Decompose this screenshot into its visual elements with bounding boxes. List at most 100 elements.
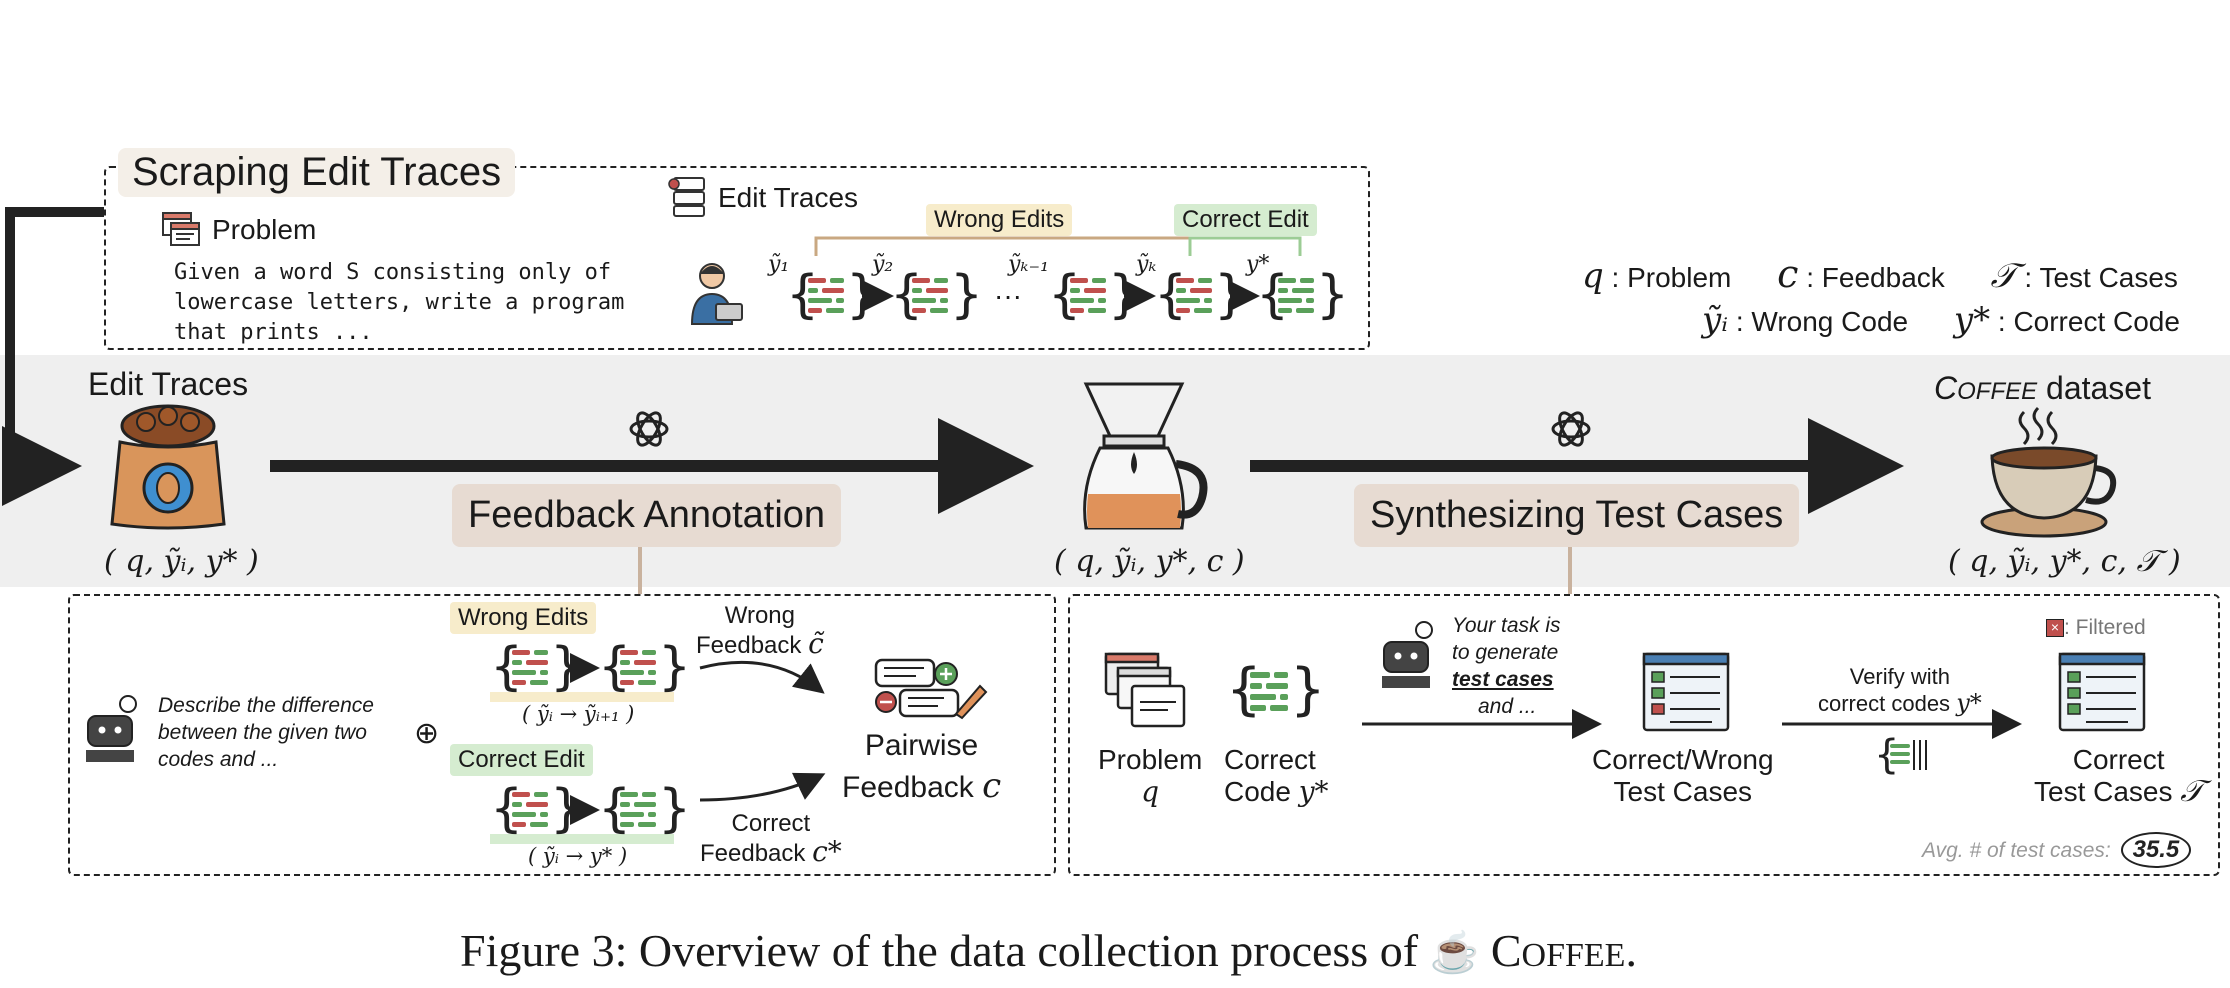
legend-row2: ỹᵢ : Wrong Code y* : Correct Code <box>1702 300 2180 340</box>
caption-offee: OFFEE <box>1521 937 1626 974</box>
correct-transition: ( ỹᵢ → y* ) <box>528 844 628 868</box>
task-line3: test cases <box>1452 668 1554 691</box>
pairwise-feedback-label: Pairwise Feedback c <box>842 726 1001 808</box>
correct-feedback-line2: Feedback <box>700 840 806 867</box>
legend-sym-q: q <box>1582 256 1604 296</box>
wrong-edits-tag: Wrong Edits <box>450 602 597 634</box>
trace-ellipsis: ··· <box>994 280 1022 311</box>
cw-line2: Test Cases <box>1613 776 1753 807</box>
avg-value: 35.5 <box>2120 832 2192 868</box>
correct-feedback-sym: c* <box>812 835 842 868</box>
legend-text-correctcode: Correct Code <box>2013 306 2180 337</box>
test-panel <box>1068 594 2220 876</box>
pairwise-line1: Pairwise <box>864 729 979 762</box>
openai-icon <box>629 411 669 447</box>
test-problem-text: Problem <box>1098 744 1203 775</box>
wrong-feedback-sym: c̃ <box>808 627 824 660</box>
robot-icon <box>1382 621 1433 688</box>
scraping-box <box>104 166 1370 350</box>
final-test-cases-label: Correct Test Cases 𝒯 <box>2034 744 2203 808</box>
caption-prefix: Figure 3: Overview of the data collectio… <box>460 925 1430 976</box>
caption-suffix: . <box>1625 925 1637 976</box>
legend-text-feedback: Feedback <box>1821 262 1945 293</box>
feedback-compare-icon <box>874 658 988 720</box>
problem-text: Given a word S consisting only of lowerc… <box>174 258 624 348</box>
pairwise-sym: c <box>982 766 1002 806</box>
test-checklist-icon <box>1642 652 1730 732</box>
svg-text:{: { <box>1226 657 1262 722</box>
problem-text-line: that prints ... <box>174 320 373 345</box>
tuple-q-y-ystar-c: ( q, ỹᵢ, y*, c ) <box>1054 544 1245 579</box>
problem-label: Problem <box>212 214 317 245</box>
wrong-feedback-label: Wrong Feedback c̃ <box>696 602 824 660</box>
correct-wrong-test-cases: Correct/Wrong Test Cases <box>1592 744 1774 808</box>
task-line1: Your task is <box>1452 614 1561 637</box>
synthesizing-test-cases-tag: Synthesizing Test Cases <box>1354 484 1800 547</box>
coffee-cup-icon <box>1980 406 2117 538</box>
coffee-dripper-icon <box>1083 382 1208 530</box>
dataset-offee: OFFEE <box>1957 378 2038 405</box>
oplus-symbol: ⊕ <box>414 717 440 750</box>
correct-edit-tag: Correct Edit <box>450 744 593 776</box>
filtered-checklist-icon <box>2058 652 2146 732</box>
trace-label-k-1: ỹₖ₋₁ <box>1008 252 1049 277</box>
dataset-word: dataset <box>2037 370 2151 406</box>
trace-label-1: ỹ₁ <box>768 252 790 277</box>
final-line1: Correct <box>2072 744 2165 775</box>
verify-label: Verify with correct codes y* <box>1818 664 1982 717</box>
coffee-dataset-label: COFFEE dataset <box>1934 370 2151 407</box>
pairwise-line2: Feedback <box>842 771 974 804</box>
wrong-feedback-line2: Feedback <box>696 632 802 659</box>
figure-caption: Figure 3: Overview of the data collectio… <box>460 924 1637 977</box>
problem-window-icon <box>162 212 200 246</box>
legend-sym-wrong: ỹᵢ <box>1702 300 1729 340</box>
legend-sym-correct: y* <box>1953 300 1991 340</box>
edit-traces-label: Edit Traces <box>718 182 859 213</box>
avg-test-cases: Avg. # of test cases: 35.5 <box>1922 832 2192 868</box>
feedback-panel <box>68 594 1056 876</box>
problem-text-line: lowercase letters, write a program <box>174 290 625 315</box>
problem-windows-icon: </> <box>1104 652 1186 728</box>
legend-text-wrongcode: Wrong Code <box>1751 306 1909 337</box>
legend-text-problem: Problem <box>1627 262 1732 293</box>
task-line4: and ... <box>1478 695 1537 718</box>
avg-label: Avg. # of test cases: <box>1922 839 2111 862</box>
task-prompt: Your task is to generate test cases and … <box>1452 612 1561 720</box>
test-problem-sym: q <box>1141 775 1160 808</box>
scraping-title: Scraping Edit Traces <box>118 148 516 197</box>
svg-text:}: } <box>1290 657 1326 722</box>
feedback-prompt: Describe the difference between the give… <box>158 694 374 771</box>
legend-text-testcases: Test Cases <box>2039 262 2178 293</box>
caption-c: C <box>1490 925 1522 976</box>
verify-line1: Verify with <box>1849 664 1950 689</box>
verify-line2: correct codes <box>1818 691 1951 716</box>
legend-sym-c: c <box>1777 252 1799 296</box>
coffee-bag-icon <box>110 404 226 530</box>
wrong-edits-label: Wrong Edits <box>926 204 1073 236</box>
tuple-q-y-ystar: ( q, ỹᵢ, y* ) <box>104 544 259 579</box>
wrong-feedback-line1: Wrong <box>724 602 796 629</box>
trace-label-k: ỹₖ <box>1136 252 1157 277</box>
test-correct-code-label: Correct Code y* <box>1224 744 1329 808</box>
wrong-transition: ( ỹᵢ → ỹᵢ₊₁ ) <box>522 702 635 726</box>
legend-sym-t: 𝒯 <box>1990 256 2017 296</box>
filtered-legend: ×: Filtered <box>2046 616 2146 640</box>
correct-feedback-line1: Correct <box>731 810 811 837</box>
final-line2: Test Cases <box>2034 776 2173 807</box>
tuple-full: ( q, ỹᵢ, y*, c, 𝒯 ) <box>1948 544 2181 579</box>
feedback-annotation-tag: Feedback Annotation <box>452 484 842 547</box>
problem-text-line: Given a word S consisting only of <box>174 260 612 285</box>
test-correct-code-line2: Code <box>1224 776 1291 807</box>
developer-icon <box>690 263 743 325</box>
filtered-text: : Filtered <box>2064 616 2146 639</box>
coffee-cup-small-icon: ☕ <box>1429 930 1480 975</box>
openai-icon <box>1551 411 1591 447</box>
dataset-c: C <box>1934 370 1958 406</box>
final-sym: 𝒯 <box>2180 774 2204 809</box>
stacked-code-icon: { <box>1874 732 1927 778</box>
